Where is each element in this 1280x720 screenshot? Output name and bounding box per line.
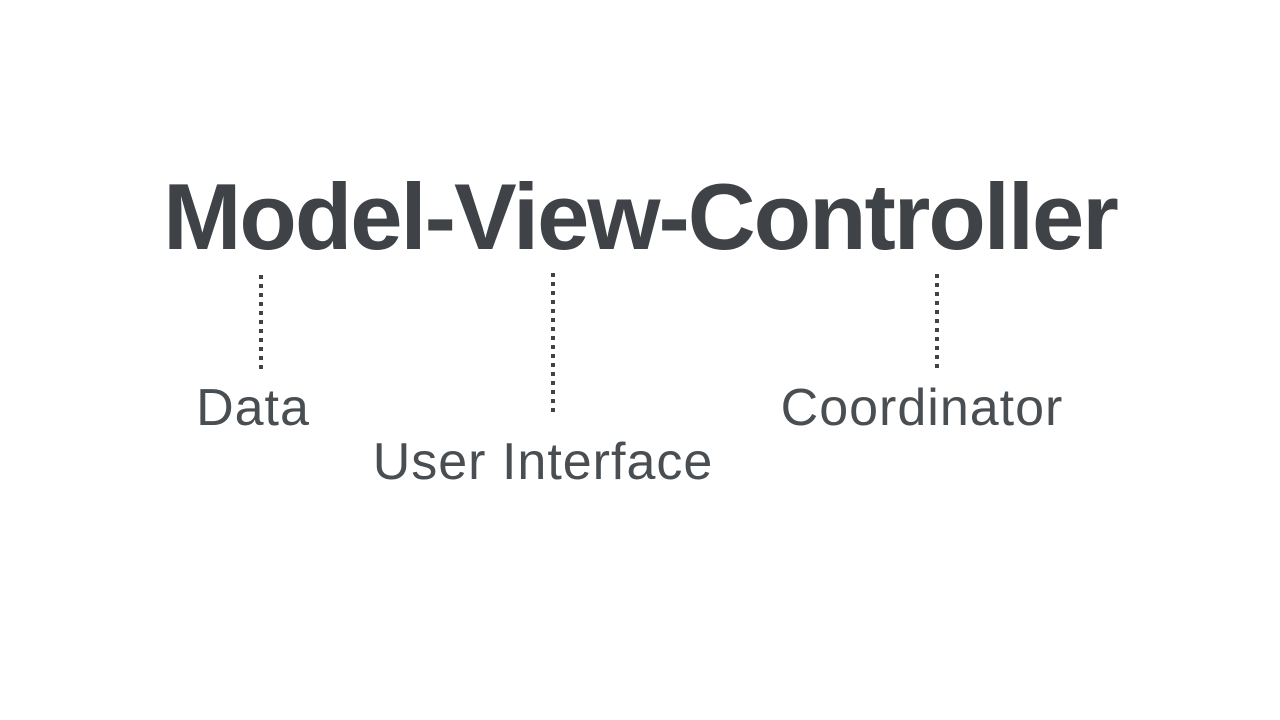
- view-annotation-label: User Interface: [372, 433, 714, 491]
- model-connector-dotted-line: [259, 275, 263, 370]
- slide-title: Model-View-Controller: [163, 164, 1119, 269]
- model-annotation-label: Data: [196, 379, 310, 437]
- controller-annotation-label: Coordinator: [780, 379, 1064, 437]
- view-connector-dotted-line: [551, 273, 555, 417]
- controller-connector-dotted-line: [935, 274, 939, 370]
